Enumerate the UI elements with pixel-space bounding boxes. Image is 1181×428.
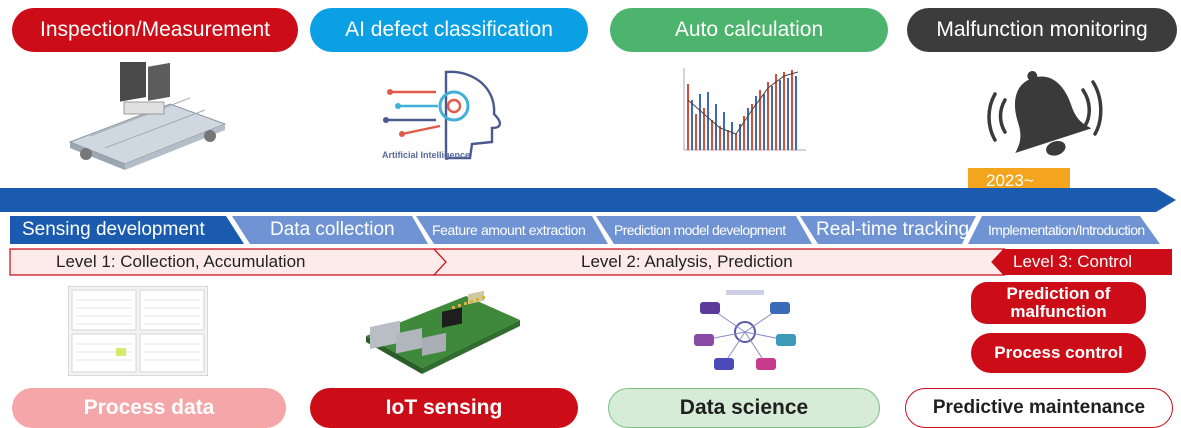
iot-board-image [366,290,520,374]
level-3-label: Level 3: Control [1013,252,1133,271]
category-iot-sensing: IoT sensing [310,388,578,428]
category-process-data: Process data [12,388,286,428]
stage-feature-amount-extraction: Feature amount extraction [432,222,586,238]
process-data-image [68,286,208,376]
stage-data-collection: Data collection [270,219,395,240]
category-data-science: Data science [608,388,880,428]
level-bars [9,248,1172,276]
pill-label: Process control [994,343,1123,362]
category-label: Data science [679,396,809,419]
process-control-pill: Process control [971,333,1146,373]
bar-graph-image [683,68,806,151]
year-label: 2023~ [986,171,1034,190]
category-inspection-measurement: Inspection/Measurement [12,8,298,52]
category-ai-defect-classification: AI defect classification [310,8,588,52]
stage-sensing-development: Sensing development [22,219,205,240]
inspection-machine-image [68,62,227,170]
category-label: Auto calculation [674,18,824,41]
stage-chevrons [10,216,1160,244]
category-label: Process data [83,396,215,419]
stage-real-time-tracking: Real-time tracking [816,219,970,240]
category-label: IoT sensing [385,396,503,419]
category-label: Malfunction monitoring [936,18,1148,41]
stage-prediction-model-development: Prediction model development [614,222,786,238]
level-2-label: Level 2: Analysis, Prediction [581,252,793,271]
category-auto-calculation: Auto calculation [610,8,888,52]
data-science-image [694,290,796,370]
ai-caption: Artificial Intelligence [382,150,471,160]
level-1-label: Level 1: Collection, Accumulation [56,252,306,271]
ai-head-image [383,70,502,160]
category-label: AI defect classification [345,18,553,41]
prediction-of-malfunction-pill: Prediction of malfunction [971,282,1146,324]
category-label: Inspection/Measurement [40,18,270,41]
category-predictive-maintenance: Predictive maintenance [905,388,1173,428]
category-label: Predictive maintenance [932,397,1146,418]
stage-implementation-introduction: Implementation/Introduction [988,222,1145,238]
timeline-arrow [0,188,1176,212]
pill-label: Prediction of malfunction [1006,284,1111,321]
category-malfunction-monitoring: Malfunction monitoring [907,8,1177,52]
bell-icon [987,71,1103,156]
